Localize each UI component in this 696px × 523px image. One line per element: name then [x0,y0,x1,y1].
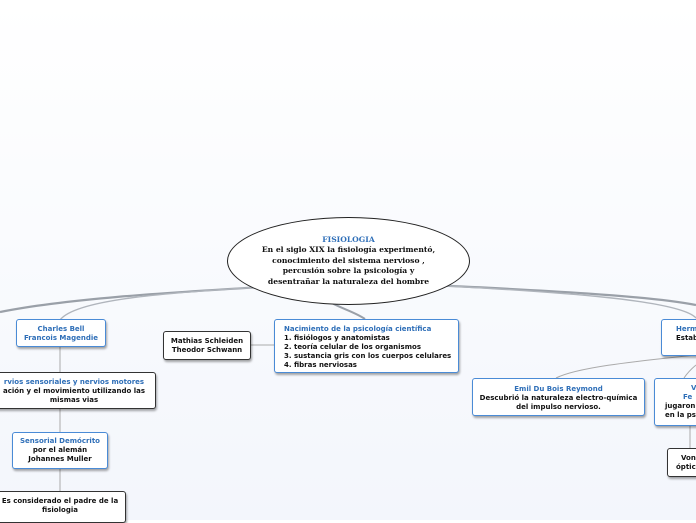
node-text-line: Im [676,343,696,352]
node-heading: Sensorial Demócrito [20,437,100,445]
node-nacimiento-psicologia[interactable]: Nacimiento de la psicología científica 1… [274,319,459,373]
node-text-line: Johannes Muller [28,455,92,463]
node-text-line: jugaron [665,402,696,410]
root-topic-fisiologia[interactable]: FISIOLOGIA En el siglo XIX la fisiología… [227,217,470,305]
node-text-line: Theodor Schwann [171,346,243,354]
node-text-line: en la psi [665,411,696,419]
node-text-line: Von [681,454,696,462]
node-text-line: Es considerado el padre de la [1,497,119,505]
node-text-line: fisiologia [42,506,78,514]
node-heading: rvios sensoriales y nervios motores [3,378,145,386]
node-text-line: Descubrió la naturaleza electro-química [479,394,638,402]
node-text-line: óptic [676,463,696,471]
node-text-line: 1. fisiólogos y anatomistas [284,334,390,342]
node-emil-du-bois-reymond[interactable]: Emil Du Bois Reymond Descubrió la natura… [472,378,645,416]
node-charles-bell[interactable]: Charles Bell Francois Magendie [16,319,106,347]
node-text-line: ación y el movimiento utilizando las [2,387,146,395]
node-text-line: Francois Magendie [23,334,99,342]
node-schleiden-schwann[interactable]: Mathias Schleiden Theodor Schwann [163,331,251,360]
node-text-line: Charles Bell [37,325,85,333]
node-text-line: Mathias Schleiden [170,337,244,345]
node-heading: Herm [676,325,696,333]
node-heading: V [691,384,696,392]
node-text-line: mismas vias [49,396,99,404]
node-heading: Emil Du Bois Reymond [514,385,603,393]
node-v[interactable]: V Fe jugaron en la psi [654,378,696,426]
node-heading: Nacimiento de la psicología científica [284,325,432,333]
node-nervios-sensoriales[interactable]: rvios sensoriales y nervios motores ació… [0,372,156,409]
node-text-line: por el alemán [32,446,88,454]
root-title: FISIOLOGIA [322,234,375,244]
node-herm[interactable]: Herm Estable Im [661,319,696,356]
node-text-line: 2. teoría celular de los organismos [284,343,421,351]
node-heading: Fe [683,393,693,401]
node-sensorial-democrito[interactable]: Sensorial Demócrito por el alemán Johann… [12,432,108,469]
root-line-3: percusión sobre la psicología y [282,266,415,276]
node-von[interactable]: Von óptic [667,448,696,477]
node-text-line: del impulso nervioso. [516,403,601,411]
root-line-2: conocimiento del sistema nervioso , [272,255,425,265]
node-text-line: 3. sustancia gris con los cuerpos celula… [284,352,452,360]
node-text-line: 4. fibras nerviosas [284,361,357,369]
node-padre-fisiologia[interactable]: Es considerado el padre de la fisiologia [0,491,126,523]
root-line-4: desentrañar la naturaleza del hombre [267,276,430,286]
root-line-1: En el siglo XIX la fisiología experiment… [261,245,436,255]
node-text-line: Estable [676,334,696,342]
